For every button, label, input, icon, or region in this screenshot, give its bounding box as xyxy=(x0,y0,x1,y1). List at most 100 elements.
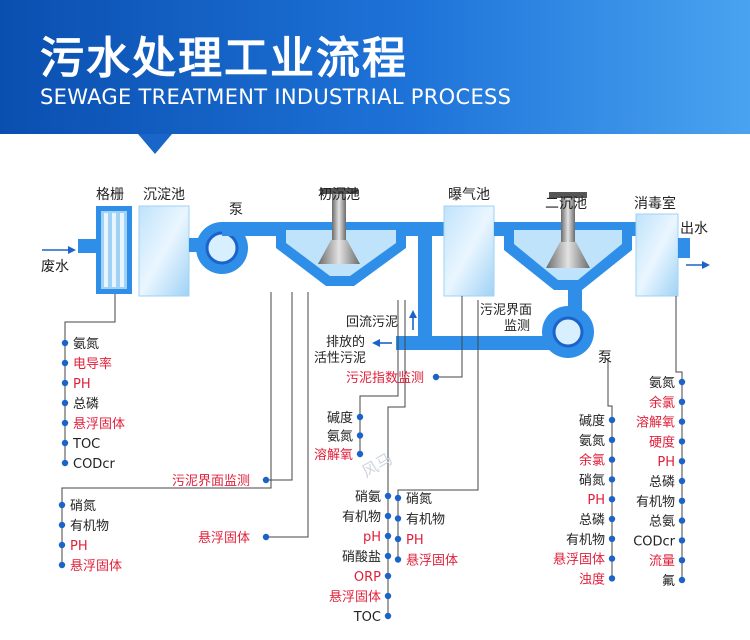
list6-item: PH xyxy=(587,493,605,508)
grille-bars xyxy=(104,213,124,287)
list7-item: 流量 xyxy=(649,554,675,569)
list1-item: PH xyxy=(73,377,91,392)
list6-dot xyxy=(608,515,616,523)
list7-item: 溶解氧 xyxy=(636,416,675,431)
list6-item: 氨氮 xyxy=(579,434,605,449)
list7-dot xyxy=(678,537,686,544)
list7-item: 余氯 xyxy=(649,395,675,411)
page-title: 污水处理工业流程 xyxy=(40,33,408,84)
list1-dot xyxy=(61,379,69,387)
label-sludge-iface-2: 监测 xyxy=(504,319,530,334)
list4-dot xyxy=(384,612,392,620)
list7-item: 硬度 xyxy=(649,434,675,450)
label-discharged-2: 活性污泥 xyxy=(314,351,366,366)
list4-item: ORP xyxy=(354,570,381,585)
list2-item: 有机物 xyxy=(70,519,109,534)
list6-dot xyxy=(608,575,616,582)
pump1-outlet xyxy=(222,222,282,236)
list1-item: 氨氮 xyxy=(73,337,99,352)
list3-dot xyxy=(356,413,364,421)
list7-item: CODcr xyxy=(633,534,675,549)
return-pipe-vertical-left xyxy=(418,236,432,350)
list7-dot xyxy=(678,517,686,524)
label-primary: 初沉池 xyxy=(318,186,360,203)
pipe-secondary-disinfect xyxy=(632,222,638,236)
list7-dot xyxy=(678,378,686,386)
label-sludge-interface: 污泥界面监测 xyxy=(172,474,250,489)
list4-dot xyxy=(384,572,392,580)
pipe-primary-aeration xyxy=(406,222,446,236)
measurement-lists: 氨氮电导率PH总磷悬浮固体TOCCODcr硝氮有机物PH悬浮固体碱度氨氮溶解氧硝… xyxy=(58,337,686,625)
list3-dot xyxy=(356,450,364,458)
single-items: 污泥指数监测 污泥界面监测 悬浮固体 xyxy=(172,371,440,546)
secondary-clarifier-top xyxy=(549,192,587,198)
return-pipe-horizontal xyxy=(396,336,564,350)
list6-dot xyxy=(608,555,616,562)
disinfection-chamber xyxy=(635,213,679,297)
page-subtitle: SEWAGE TREATMENT INDUSTRIAL PROCESS xyxy=(40,85,512,109)
stage-labels: 格栅 沉淀池 泵 初沉池 曝气池 二沉池 消毒室 废水 出水 泵 回流污泥 排放… xyxy=(41,186,708,366)
list6-item: 浊度 xyxy=(579,571,605,587)
list1-dot xyxy=(61,339,69,347)
list6-dot xyxy=(608,496,616,503)
list2-dot xyxy=(58,561,66,569)
page-header: 污水处理工业流程 SEWAGE TREATMENT INDUSTRIAL PRO… xyxy=(0,0,750,154)
list7-dot xyxy=(678,477,686,485)
label-discharged-1: 排放的 xyxy=(326,334,365,350)
dot-suspended-solids xyxy=(262,533,270,541)
list2-item: 硝氮 xyxy=(70,499,96,514)
list2-item: 悬浮固体 xyxy=(70,559,122,574)
dot-sludge-index xyxy=(432,373,440,381)
list3-item: 氨氮 xyxy=(327,430,353,445)
list1-dot xyxy=(61,439,69,447)
list4-dot xyxy=(384,552,392,560)
list4-dot xyxy=(384,492,392,500)
label-outflow: 出水 xyxy=(680,221,708,237)
equipment-layer xyxy=(42,188,710,358)
list5-item: 有机物 xyxy=(406,513,445,528)
list6-item: 总磷 xyxy=(579,513,605,528)
secondary-clarifier-cone xyxy=(546,242,590,268)
list6-item: 余氯 xyxy=(579,453,605,469)
list4-item: 悬浮固体 xyxy=(329,590,381,605)
list4-item: 硝氨 xyxy=(355,490,381,505)
watermark: 风马 xyxy=(359,449,396,481)
list7-item: 氨氮 xyxy=(649,376,675,391)
aeration-tank xyxy=(443,205,495,297)
list5-dot xyxy=(394,515,402,522)
list4-dot xyxy=(384,512,392,520)
list7-item: 总磷 xyxy=(649,475,675,490)
list3-item: 溶解氧 xyxy=(314,448,353,463)
list5-dot xyxy=(394,556,402,563)
dot-sludge-interface xyxy=(262,476,270,484)
secondary-clarifier-shaft xyxy=(561,196,575,246)
list5-dot xyxy=(394,494,402,502)
list1-item: 电导率 xyxy=(73,356,112,372)
list6-item: 硝氮 xyxy=(579,473,605,488)
label-pump1: 泵 xyxy=(229,202,243,218)
list7-item: 氟 xyxy=(662,574,675,589)
label-inflow: 废水 xyxy=(41,259,69,275)
primary-clarifier-shaft xyxy=(332,192,346,242)
list1-dot xyxy=(61,399,69,407)
list7-dot xyxy=(678,576,686,584)
pump1-core xyxy=(205,231,239,265)
list7-dot xyxy=(678,557,686,564)
list4-item: TOC xyxy=(353,610,381,625)
settling-tank xyxy=(138,205,190,297)
list6-dot xyxy=(608,416,616,424)
list4-item: pH xyxy=(363,530,381,545)
inflow-pipe xyxy=(78,239,98,253)
list3-dot xyxy=(356,432,364,439)
label-aeration: 曝气池 xyxy=(448,187,490,203)
list7-dot xyxy=(678,418,686,425)
list6-dot xyxy=(608,456,616,463)
list6-dot xyxy=(608,476,616,483)
list6-item: 碱度 xyxy=(579,413,605,429)
label-pump2: 泵 xyxy=(598,350,612,366)
list3-item: 碱度 xyxy=(327,410,353,426)
outflow-pipe xyxy=(678,238,690,258)
list1-dot xyxy=(61,359,69,367)
list5-item: 硝氮 xyxy=(406,492,432,507)
